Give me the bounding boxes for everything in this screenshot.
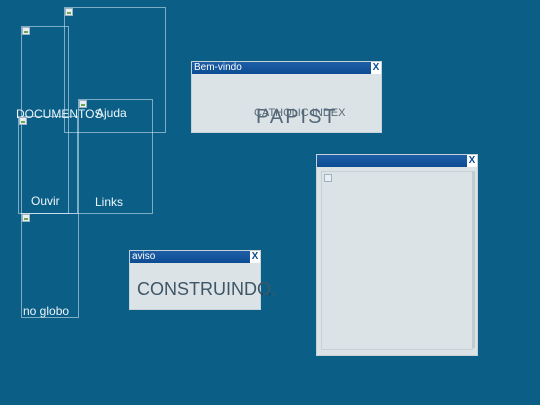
broken-image-icon xyxy=(65,8,73,16)
broken-image-icon xyxy=(22,214,30,222)
image-window[interactable]: X xyxy=(316,154,478,356)
desktop-icon-ajuda[interactable]: Ajuda Links xyxy=(78,99,153,214)
construindo-text: CONSTRUINDO. xyxy=(137,279,276,299)
close-button[interactable]: X xyxy=(250,251,260,263)
welcome-window[interactable]: Bem-vindo X CATHOLIC INDEX PAPIST xyxy=(191,61,382,133)
loading-dots: . . xyxy=(260,282,272,298)
window-title: aviso xyxy=(132,251,156,262)
window-title: Bem-vindo xyxy=(194,62,242,73)
desktop-icon-label: no globo xyxy=(23,304,70,318)
close-button[interactable]: X xyxy=(467,155,477,167)
aviso-window[interactable]: aviso X CONSTRUINDO. xyxy=(129,250,276,310)
scrollbar[interactable] xyxy=(472,171,475,348)
desktop-icon-label: Ouvir xyxy=(31,194,60,208)
papist-text: PAPIST xyxy=(256,106,338,128)
close-button[interactable]: X xyxy=(371,62,381,74)
broken-image-icon xyxy=(79,100,87,108)
image-panel xyxy=(321,171,473,350)
catholic-index-text: CATHOLIC INDEX xyxy=(254,107,346,119)
desktop-icon-top-frame[interactable] xyxy=(64,7,166,133)
broken-image-icon xyxy=(19,117,27,125)
desktop-icon-label: Ajuda xyxy=(96,106,127,120)
desktop-icon-label: Links xyxy=(95,195,124,209)
window-titlebar[interactable]: Bem-vindo X xyxy=(192,62,381,74)
broken-image-icon xyxy=(324,174,332,182)
desktop-icon-no-globo[interactable]: no globo xyxy=(21,213,79,318)
window-titlebar[interactable]: X xyxy=(317,155,477,167)
desktop-icon-label: DOCUMENTOS xyxy=(16,107,103,121)
window-titlebar[interactable]: aviso X xyxy=(130,251,260,263)
broken-image-icon xyxy=(22,27,30,35)
desktop-icon-ouvir[interactable]: Ouvir xyxy=(18,116,78,214)
